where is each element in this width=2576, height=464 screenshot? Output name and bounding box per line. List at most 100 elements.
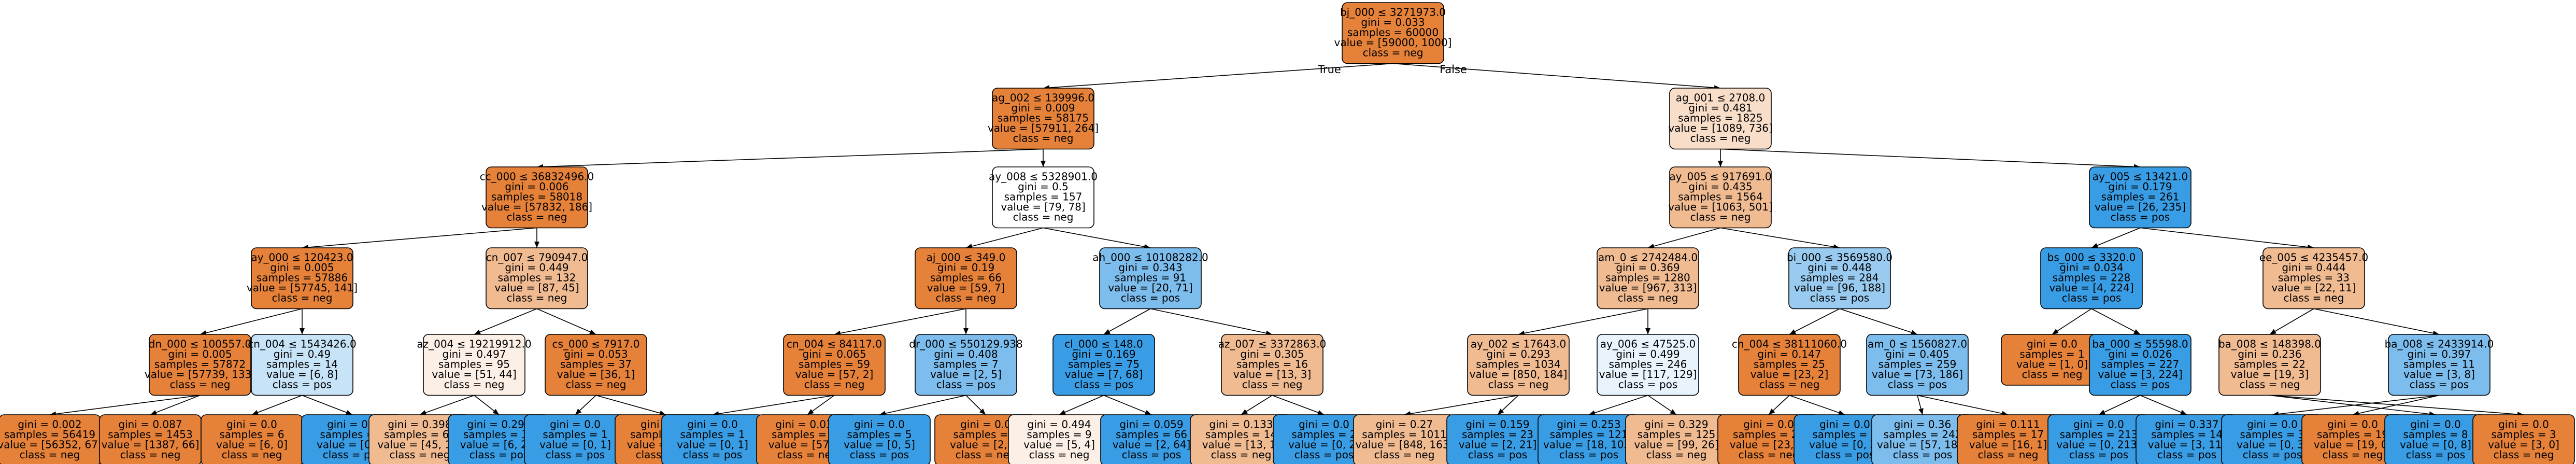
node-text-line: value = [26, 235] xyxy=(2095,201,2186,213)
node-text-line: class = pos xyxy=(2410,378,2469,391)
edge-n28-n55 xyxy=(2098,395,2141,415)
node-text-line: samples = 213 xyxy=(2060,428,2138,441)
arrowhead xyxy=(1145,410,1151,415)
node-box xyxy=(149,334,251,396)
node-text-line: value = [23, 2] xyxy=(1750,368,1829,381)
node-text-line: samples = 121 xyxy=(1550,428,1628,441)
arrowhead xyxy=(346,410,352,415)
node-text-line: gini = 0.026 xyxy=(2108,348,2172,360)
node-text-line: class = pos xyxy=(850,448,909,461)
edge-n29-n60 xyxy=(2269,395,2524,415)
node-text-line: value = [848, 163] xyxy=(1356,439,1454,451)
edge-n14-n30 xyxy=(2313,308,2440,335)
node-text-line: class = neg xyxy=(390,448,450,461)
arrowhead xyxy=(2180,410,2187,415)
arrowhead xyxy=(420,410,426,415)
node-text-line: class = pos xyxy=(1121,292,1180,304)
node-text-line: class = pos xyxy=(1559,448,1618,461)
node-text-line: value = [79, 78] xyxy=(1001,201,1085,213)
node-text-line: gini = 0.49 xyxy=(274,348,331,360)
node-box xyxy=(486,247,588,310)
node-text-line: value = [16, 1] xyxy=(1969,439,2047,451)
edge-n8-n17 xyxy=(474,308,537,335)
node-text-line: gini = 0.0 xyxy=(2247,418,2298,431)
node-box xyxy=(2262,247,2365,310)
edge-n23-n47 xyxy=(1404,395,1519,415)
edge-n0-n2 xyxy=(1392,63,1721,89)
node-text-line: samples = 58175 xyxy=(998,112,1089,124)
node-box xyxy=(1052,334,1155,396)
node-text-line: class = neg xyxy=(507,211,567,223)
node-text-line: gini = 0.298 xyxy=(467,418,531,431)
node-text-line: samples = 8 xyxy=(2403,428,2468,441)
node-text-line: ag_001 ≤ 2708.0 xyxy=(1676,92,1766,104)
node-text-line: gini = 0.293 xyxy=(1486,348,1550,360)
arrowhead xyxy=(589,329,596,334)
arrowhead xyxy=(1838,410,1845,415)
node-text-line: value = [3, 11] xyxy=(2148,439,2226,451)
edge-n4-n10 xyxy=(1043,227,1151,248)
edge-n17-n35 xyxy=(419,395,475,415)
node-text-line: samples = 17 xyxy=(1972,428,2044,441)
node-text-line: gini = 0.5 xyxy=(1018,180,1069,193)
node-text-line: samples = 284 xyxy=(1801,272,1879,284)
node-text-line: value = [0, 8] xyxy=(2400,439,2471,451)
node-text-line: class = neg xyxy=(1013,132,1074,145)
node-text-line: gini = 0.405 xyxy=(1885,348,1949,360)
node-text-line: value = [0, 5] xyxy=(844,439,915,451)
node-text-line: gini = 0.398 xyxy=(388,418,451,431)
node-text-line: class = pos xyxy=(1815,448,1874,461)
node-text-line: gini = 0.0 xyxy=(226,418,277,431)
node-text-line: class = pos xyxy=(273,378,332,391)
arrowhead xyxy=(1670,409,1676,415)
node-text-line: samples = 2 xyxy=(1291,428,1356,441)
node-text-line: gini = 0.27 xyxy=(1376,418,1433,431)
node-text-line: gini = 0.343 xyxy=(1118,261,1182,274)
edge-n4-n9 xyxy=(965,227,1044,248)
node-text-line: samples = 1564 xyxy=(1678,191,1763,203)
node-text-line: value = [19, 3] xyxy=(2231,368,2309,381)
node-text-line: value = [3, 8] xyxy=(2403,368,2475,381)
node-text-line: class = neg xyxy=(222,448,282,461)
arrowhead xyxy=(1769,409,1775,415)
node-text-line: gini = 0.449 xyxy=(505,261,568,274)
node-box xyxy=(545,334,647,396)
node-text-line: samples = 25 xyxy=(1754,358,1825,371)
edge-n21-n44 xyxy=(1103,395,1152,415)
node-text-line: cn_007 ≤ 790947.0 xyxy=(486,251,588,264)
node-box xyxy=(1221,334,1323,396)
node-text-line: gini = 0.059 xyxy=(1119,418,1183,431)
node-box xyxy=(251,247,353,310)
node-text-line: gini = 0.009 xyxy=(1011,102,1075,114)
edge-n13-n28 xyxy=(2091,308,2141,335)
node-text-line: class = neg xyxy=(2240,378,2300,391)
node-text-line: class = neg xyxy=(170,378,231,391)
node-text-line: value = [2, 64] xyxy=(1113,439,1191,451)
arrowhead xyxy=(1317,410,1324,415)
node-text-line: class = pos xyxy=(1888,378,1947,391)
node-text-line: value = [850, 184] xyxy=(1470,368,1568,381)
node-text-line: class = neg xyxy=(1363,47,1424,59)
node-text-line: gini = 0.448 xyxy=(1808,261,1871,274)
node-text-line: am_0 ≤ 2742484.0 xyxy=(1598,251,1698,264)
arrowhead xyxy=(1918,408,1924,415)
node-text-line: gini = 0.087 xyxy=(118,418,182,431)
node-text-line: class = pos xyxy=(683,448,742,461)
node-box xyxy=(2089,334,2191,396)
node-text-line: samples = 91 xyxy=(1115,272,1186,284)
node-text-line: gini = 0.053 xyxy=(564,348,628,360)
node-text-line: samples = 19 xyxy=(2317,428,2388,441)
node-text-line: samples = 9 xyxy=(1027,428,1091,441)
arrowhead xyxy=(474,329,481,335)
